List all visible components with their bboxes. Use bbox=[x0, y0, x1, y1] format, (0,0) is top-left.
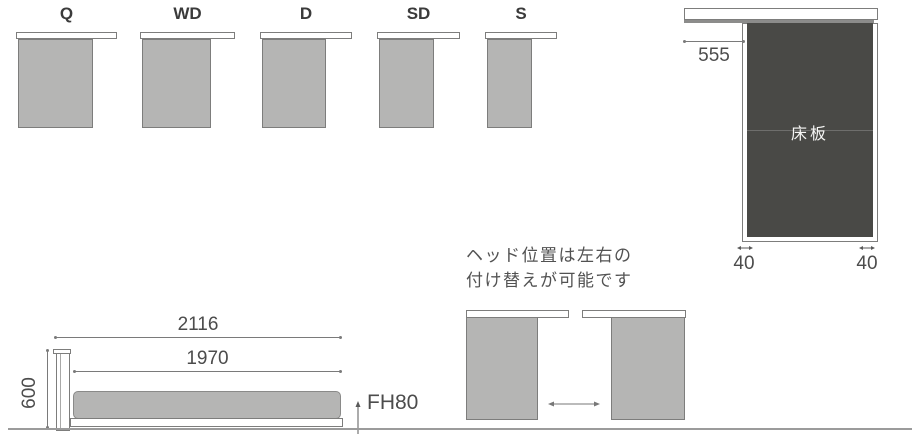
floor-height-label: FH80 bbox=[367, 391, 419, 414]
headboard-q bbox=[16, 32, 117, 39]
dim-line-1970 bbox=[73, 370, 342, 373]
bed-base-side bbox=[70, 418, 343, 427]
panel-mid-line bbox=[747, 130, 873, 131]
dim-label-40-right: 40 bbox=[856, 253, 878, 274]
bed-body-wd bbox=[142, 39, 211, 128]
dim-label-555: 555 bbox=[698, 45, 730, 66]
bed-body-s bbox=[487, 39, 532, 128]
dim-label-600: 600 bbox=[19, 377, 40, 409]
rail-width-arrow-left-icon bbox=[737, 246, 753, 250]
size-label-wd: WD bbox=[173, 4, 202, 23]
swap-bed-left-body bbox=[466, 317, 538, 420]
size-label-sd: SD bbox=[406, 4, 431, 23]
headboard-post-side bbox=[56, 353, 70, 431]
floor-panel-label: 床板 bbox=[790, 126, 829, 143]
dim-label-1970: 1970 bbox=[186, 348, 229, 369]
headboard-sd bbox=[377, 32, 460, 39]
size-label-q: Q bbox=[59, 4, 74, 23]
headboard-d bbox=[260, 32, 352, 39]
dim-line-555 bbox=[683, 40, 745, 43]
note-line-2: 付け替えが可能です bbox=[466, 271, 633, 290]
ground-line bbox=[8, 428, 912, 430]
mattress-side bbox=[73, 391, 341, 419]
headboard-s bbox=[485, 32, 557, 39]
dim-label-2116: 2116 bbox=[177, 314, 219, 335]
dim-label-40-left: 40 bbox=[733, 253, 755, 274]
floor-panel: 床板 bbox=[747, 23, 873, 237]
dim-line-600 bbox=[46, 349, 49, 429]
dim-line-2116 bbox=[54, 336, 342, 339]
rail-width-arrow-right-icon bbox=[859, 246, 875, 250]
headboard-wd bbox=[140, 32, 235, 39]
size-label-d: D bbox=[299, 4, 313, 23]
bed-body-d bbox=[262, 39, 326, 128]
headboard-post-inner-line bbox=[60, 354, 61, 430]
note-line-1: ヘッド位置は左右の bbox=[466, 246, 633, 265]
swap-bed-right-body bbox=[611, 317, 685, 420]
swap-arrow-icon bbox=[548, 401, 600, 407]
bed-body-q bbox=[18, 39, 93, 128]
bed-body-sd bbox=[379, 39, 434, 128]
panel-headboard-shadow bbox=[684, 20, 874, 23]
panel-headboard bbox=[684, 8, 878, 20]
size-label-s: S bbox=[515, 4, 527, 23]
